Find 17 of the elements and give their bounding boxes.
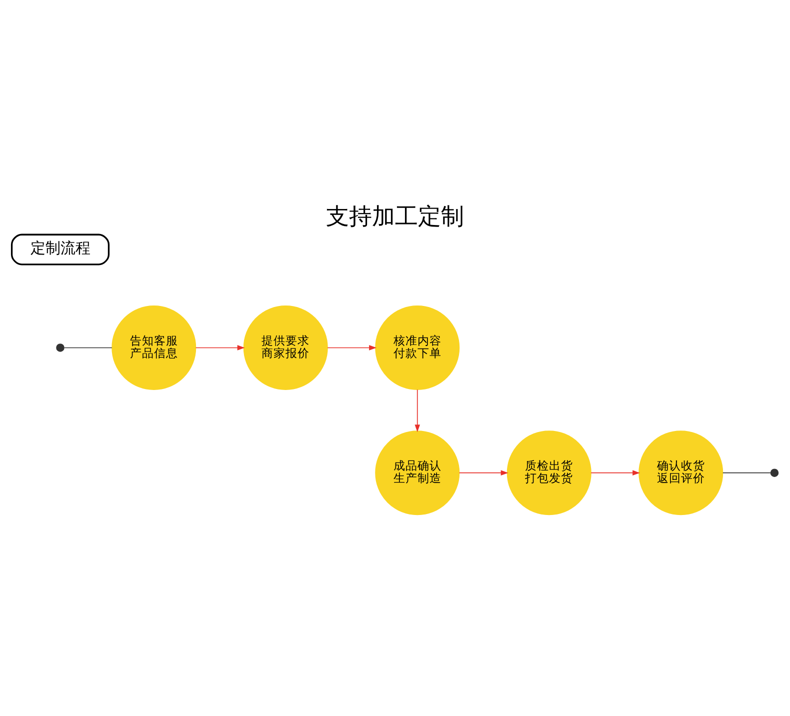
diagram-title: 支持加工定制 [326,202,464,230]
arrow [590,470,640,475]
node-circle: 提供要求商家报价 [243,304,328,390]
arrow [414,388,420,432]
node-box: 定制流程 [10,233,110,265]
node-circle [770,468,779,476]
arrow [327,344,377,350]
arrow [195,344,245,350]
node-circle [56,343,64,352]
arrow [458,470,508,475]
node-circle: 告知客服产品信息 [112,304,196,390]
node-circle: 成品确认生产制造 [375,430,460,515]
connector [722,472,771,473]
node-circle: 质检出货打包发货 [506,430,592,515]
node-circle: 核准内容付款下单 [375,304,460,390]
node-circle: 确认收货返回评价 [638,430,724,515]
connector [64,346,112,348]
